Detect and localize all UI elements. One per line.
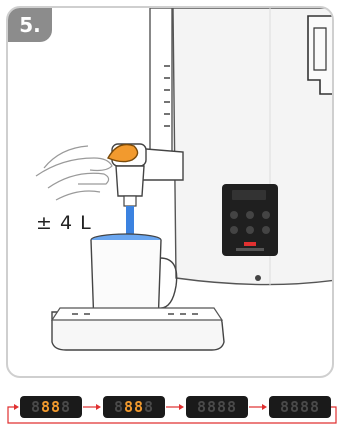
indicator-dot xyxy=(255,275,261,281)
step-number-badge: 5. xyxy=(8,8,52,42)
display-digit: 8 xyxy=(290,398,300,416)
display-digit: 8 xyxy=(280,398,290,416)
display-digit: 8 xyxy=(207,398,217,416)
control-panel xyxy=(222,184,278,256)
water-gauge-tube xyxy=(150,8,172,158)
display-digit: 8 xyxy=(300,398,310,416)
display-digit: 8 xyxy=(227,398,237,416)
drip-tray xyxy=(52,308,224,350)
display-digit: 8 xyxy=(51,398,61,416)
display-digit: 8 xyxy=(134,398,144,416)
instruction-panel: 5. ± 4 L xyxy=(6,6,334,378)
display-digit: 8 xyxy=(144,398,154,416)
display-digit: 8 xyxy=(217,398,227,416)
display-digit: 8 xyxy=(114,398,124,416)
display-digit: 8 xyxy=(197,398,207,416)
volume-label: ± 4 L xyxy=(36,212,92,234)
display-digit: 8 xyxy=(310,398,320,416)
urn-illustration xyxy=(8,8,334,378)
hand-icon xyxy=(36,146,112,200)
display-digit: 8 xyxy=(124,398,134,416)
tap-spout xyxy=(116,166,144,196)
display-digit: 8 xyxy=(61,398,71,416)
display-digit: 8 xyxy=(41,398,51,416)
display-digit: 8 xyxy=(31,398,41,416)
